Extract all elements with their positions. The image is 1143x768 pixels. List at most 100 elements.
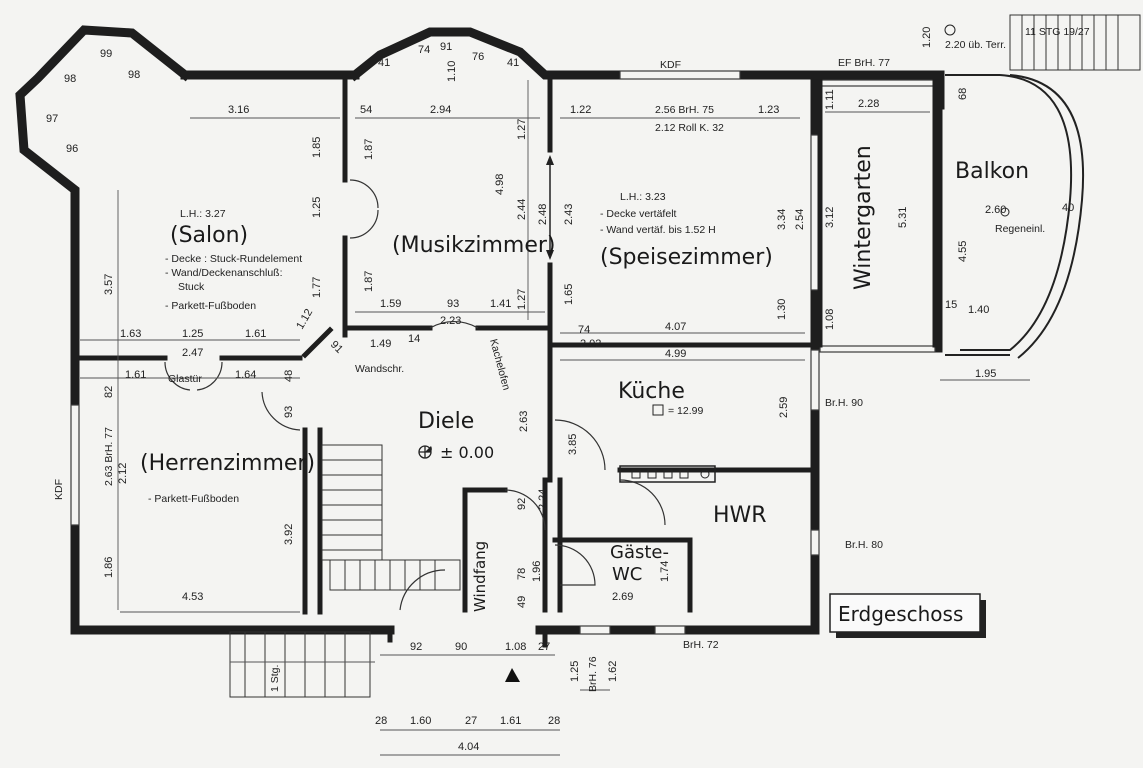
dim-196: 1.96 [531, 561, 543, 582]
dim-111: 1.11 [824, 89, 836, 110]
note-brh-80: Br.H. 80 [845, 539, 883, 551]
note-herren-dim: 2.63 BrH. 77 [103, 427, 115, 486]
dim-125a: 1.25 [311, 197, 323, 218]
drain-icon [1000, 207, 1010, 217]
dim-99: 99 [100, 48, 112, 60]
dim-122: 1.22 [570, 104, 591, 116]
door-glastuer [164, 361, 223, 391]
dim-74: 74 [578, 324, 590, 336]
dim-127b: 1.27 [516, 289, 528, 310]
label-gaeste-wc-1: Gäste- [610, 542, 669, 563]
dim-149: 1.49 [370, 338, 391, 350]
dim-49: 49 [516, 596, 528, 608]
dim-177: 1.77 [311, 277, 323, 298]
dim-48: 48 [283, 370, 295, 382]
musik-bay-wall [348, 27, 625, 82]
label-hwr: HWR [713, 503, 767, 528]
staircase [229, 14, 1141, 698]
label-kueche: Küche [618, 379, 685, 404]
dim-224: 2.24 [537, 489, 549, 510]
dim-141: 1.41 [490, 298, 511, 310]
dim-40: 40 [1062, 202, 1074, 214]
dim-161b: 1.61 [125, 369, 146, 381]
dim-41b: 41 [507, 57, 519, 69]
doors [164, 179, 666, 611]
dim-74b: 74 [418, 44, 430, 56]
label-speisezimmer: (Speisezimmer) [600, 245, 773, 270]
door-kueche [554, 419, 606, 471]
dim-247: 2.47 [182, 347, 203, 359]
note-brh-76: BrH. 76 [587, 656, 599, 692]
dim-187b: 1.87 [363, 271, 375, 292]
door-hwr [619, 479, 666, 526]
dim-78: 78 [516, 568, 528, 580]
plan-title: Erdgeschoss [838, 602, 963, 626]
markers [418, 24, 1010, 682]
label-salon: (Salon) [170, 223, 248, 248]
dim-110: 1.10 [446, 61, 458, 82]
area-square-icon [652, 404, 664, 416]
dim-404: 4.04 [458, 741, 479, 753]
dim-259: 2.59 [778, 397, 790, 418]
dim-248: 2.48 [537, 204, 549, 225]
dim-223: 2.23 [440, 315, 461, 327]
windows [70, 70, 936, 635]
dim-531: 5.31 [897, 207, 909, 228]
window-wintergarten-top [819, 79, 936, 87]
dim-93a: 93 [447, 298, 459, 310]
dim-68: 68 [957, 88, 969, 100]
note-salon-1: - Decke : Stuck-Rundelement [165, 253, 302, 265]
entrance-arrow-icon [505, 668, 520, 682]
title-tag: Erdgeschoss [829, 593, 986, 638]
dim-165: 1.65 [563, 284, 575, 305]
dim-202: 2.02 [580, 338, 601, 350]
dim-260: 2.60 [985, 204, 1006, 216]
dim-98a: 98 [64, 73, 76, 85]
label-windfang: Windfang [471, 541, 489, 612]
note-salon-3: Stuck [178, 281, 205, 293]
label-musikzimmer: (Musikzimmer) [392, 233, 556, 258]
note-kdf-left: KDF [53, 479, 65, 500]
window-hwr-bottom [654, 625, 686, 635]
note-salon-4: - Parkett-Fußboden [165, 300, 256, 312]
dim-28b: 28 [548, 715, 560, 727]
dim-316: 3.16 [228, 104, 249, 116]
dim-269: 2.69 [612, 591, 633, 603]
dim-334: 3.34 [776, 209, 788, 230]
door-windfang [504, 489, 546, 531]
window-speise-top [619, 70, 741, 80]
dimension-lines [80, 80, 1030, 756]
note-stg-bottom: 1 Stg. [269, 665, 281, 692]
note-kueche-area: = 12.99 [668, 405, 703, 417]
dim-93b: 93 [283, 406, 295, 418]
window-herren-left [70, 404, 80, 526]
note-ef-brh: EF BrH. 77 [838, 57, 890, 69]
dim-91: 91 [440, 41, 452, 53]
dim-54: 54 [360, 104, 372, 116]
dim-96: 96 [66, 143, 78, 155]
dim-164: 1.64 [235, 369, 256, 381]
note-kachelofen: Kachelofen [487, 338, 512, 392]
dim-357: 3.57 [103, 274, 115, 295]
door-musik-diele [429, 321, 479, 329]
dim-91b: 91 [328, 339, 345, 356]
dim-162: 1.62 [607, 661, 619, 682]
note-diele-level: ± 0.00 [440, 443, 494, 462]
dim-161c: 1.61 [500, 715, 521, 727]
dim-294: 2.94 [430, 104, 451, 116]
dim-453: 4.53 [182, 591, 203, 603]
wall-wandschrank-diag [301, 326, 334, 359]
note-kdf-top: KDF [660, 59, 681, 71]
dim-97: 97 [46, 113, 58, 125]
dim-498: 4.98 [494, 174, 506, 195]
window-wintergarten-bottom [819, 345, 936, 353]
dim-108: 1.08 [824, 309, 836, 330]
dim-92b: 92 [410, 641, 422, 653]
window-hwr-east [810, 529, 820, 556]
dim-108b: 1.08 [505, 641, 526, 653]
kitchen-counter [619, 465, 716, 483]
label-gaeste-wc-2: WC [612, 564, 642, 585]
label-balkon: Balkon [955, 159, 1029, 184]
dim-82: 82 [103, 386, 115, 398]
window-wc [579, 625, 611, 635]
